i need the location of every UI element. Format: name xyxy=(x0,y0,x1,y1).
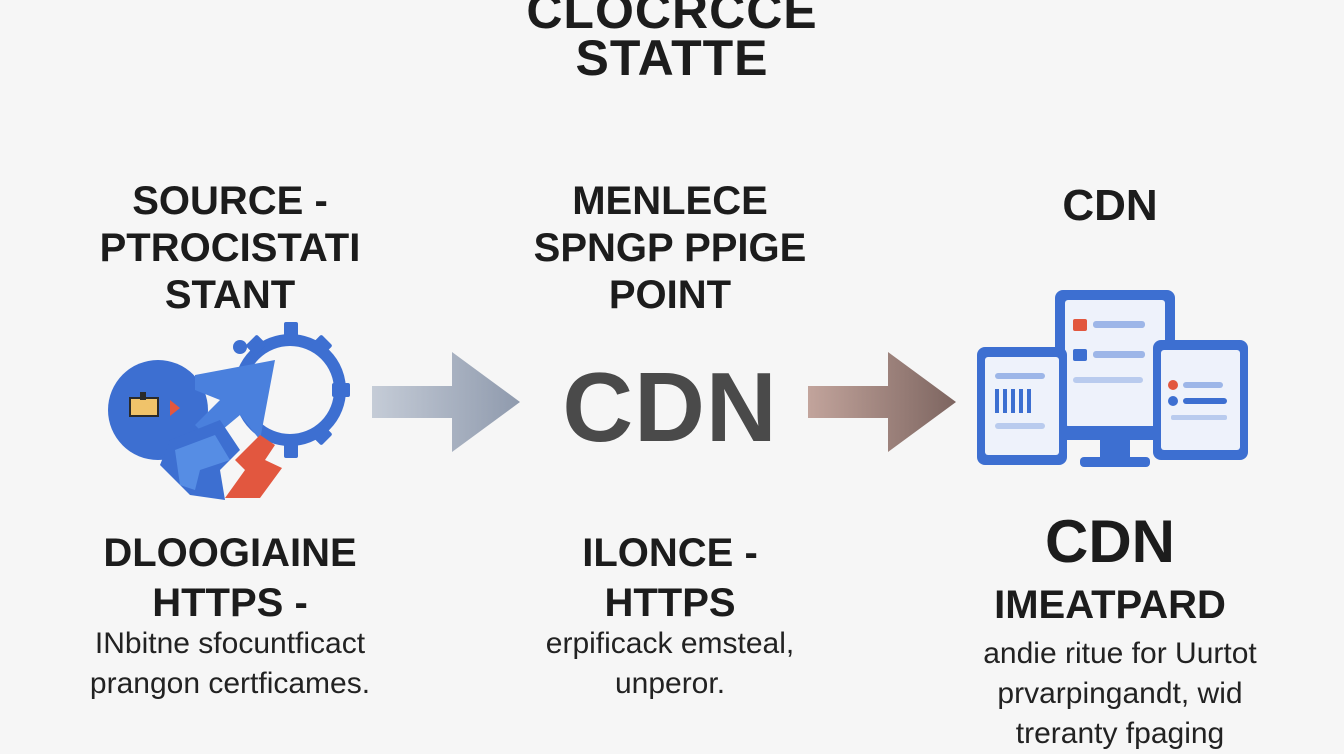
cdn-bottom-label: CDN xyxy=(1045,508,1175,575)
source-heading-line: SOURCE - xyxy=(132,179,328,223)
cdn-description-line: prvarpingandt, wid xyxy=(997,677,1243,710)
title-line-1: CLOCRCCE xyxy=(526,0,818,39)
title-line-2: STATTE xyxy=(575,30,769,86)
middle-heading-line: POINT xyxy=(608,273,732,317)
cdn-bottom-heading-line: IMEATPARD xyxy=(994,583,1226,627)
middle-description: erpificack emsteal, unperor. xyxy=(470,624,870,704)
cdn-description-line: treranty fpaging xyxy=(1015,717,1225,750)
middle-bottom-heading-line: ILONCE - xyxy=(582,531,758,575)
middle-description-line: unperor. xyxy=(614,667,726,700)
source-description-line: prangon certficames. xyxy=(89,667,371,700)
cdn-bottom-heading: IMEATPARD xyxy=(940,580,1280,630)
middle-bottom-heading: ILONCE - HTTPS xyxy=(480,528,860,628)
middle-bottom-heading-line: HTTPS xyxy=(604,581,736,625)
cdn-description-line: andie ritue for Uurtot xyxy=(983,637,1257,670)
arrow-right-icon xyxy=(808,352,956,452)
source-bottom-heading: DLOOGIAINE HTTPS - xyxy=(40,528,420,628)
cdn-center-label: CDN xyxy=(562,352,778,462)
middle-heading: MENLECE SPNGP PPIGE POINT xyxy=(480,178,860,319)
source-heading: SOURCE - PTROCISTATI STANT xyxy=(40,178,420,319)
source-bottom-heading-line: HTTPS - xyxy=(152,581,308,625)
middle-heading-line: MENLECE xyxy=(572,179,768,223)
source-bottom-heading-line: DLOOGIAINE xyxy=(103,531,357,575)
source-gear-flow-icon xyxy=(100,320,350,510)
cdn-description: andie ritue for Uurtot prvarpingandt, wi… xyxy=(920,634,1320,754)
source-description-line: INbitne sfocuntficact xyxy=(94,627,366,660)
cdn-heading: CDN xyxy=(1062,181,1158,230)
multi-device-icon xyxy=(975,285,1250,475)
middle-description-line: erpificack emsteal, xyxy=(545,627,795,660)
arrow-right-icon xyxy=(372,352,520,452)
source-description: INbitne sfocuntficact prangon certficame… xyxy=(20,624,440,704)
source-heading-line: PTROCISTATI xyxy=(99,226,361,270)
middle-heading-line: SPNGP PPIGE xyxy=(533,226,807,270)
source-heading-line: STANT xyxy=(164,273,296,317)
